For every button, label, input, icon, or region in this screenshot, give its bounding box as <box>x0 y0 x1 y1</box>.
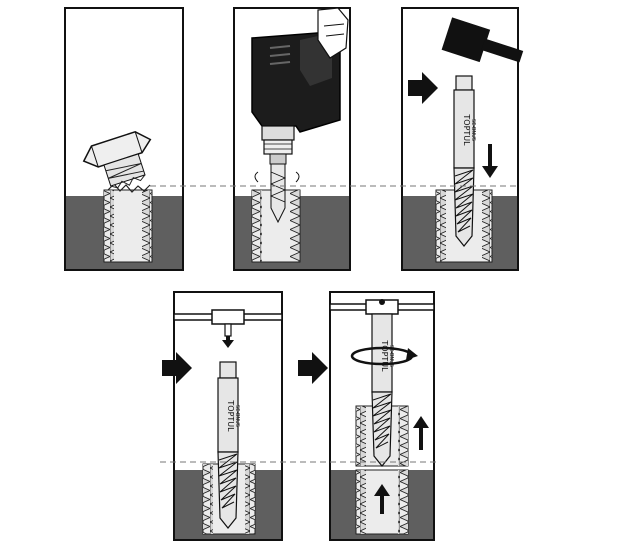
hammer-icon <box>441 17 524 63</box>
extractor-brand-label: TOPTUL <box>226 399 235 432</box>
tap-wrench-icon <box>173 309 283 337</box>
thread-left <box>356 406 366 466</box>
thread-left <box>203 464 213 534</box>
panel-2 <box>233 7 351 271</box>
rotation-arrow-icon <box>350 346 418 366</box>
thread-left <box>104 190 114 262</box>
thread-right <box>290 190 300 262</box>
arrow-down-icon <box>222 336 234 348</box>
extractor-icon: TOPTUL SE-BNUS <box>217 361 240 529</box>
extractor-icon: TOPTUL SE-BNUS <box>453 75 476 247</box>
extractor-brand-label: TOPTUL <box>462 113 471 146</box>
extractor-sub-label: SE-BNUS <box>470 119 476 141</box>
arrow-right-icon <box>298 352 328 384</box>
arrow-up-icon <box>413 416 429 450</box>
thread-right <box>245 464 255 534</box>
arrow-up-icon <box>374 484 390 514</box>
thread-right <box>398 470 408 534</box>
extractor-sub-label: SE-BNUS <box>234 405 240 427</box>
arrow-right-icon <box>408 72 438 104</box>
arrow-right-icon <box>162 352 192 384</box>
broken-bolt-head-icon <box>82 130 152 189</box>
power-drill-icon <box>251 7 349 224</box>
thread-left <box>252 190 262 262</box>
tap-wrench-icon <box>329 299 435 315</box>
extractor-sub-label: SE-BNUS <box>388 345 394 367</box>
panel-3: TOPTUL SE-BNUS <box>401 7 524 271</box>
thread-left <box>356 470 366 534</box>
extractor-brand-label: TOPTUL <box>380 339 389 372</box>
arrow-down-icon <box>482 144 498 178</box>
thread-right <box>482 190 492 262</box>
panel-4: TOPTUL SE-BNUS <box>173 291 283 541</box>
broken-stub-edge <box>107 183 151 193</box>
extractor-icon: TOPTUL SE-BNUS <box>371 313 394 467</box>
thread-left <box>436 190 446 262</box>
thread-right <box>142 190 152 262</box>
thread-right <box>398 406 408 466</box>
panel-5: TOPTUL SE-BNUS <box>329 291 435 541</box>
panel-1 <box>64 7 184 271</box>
